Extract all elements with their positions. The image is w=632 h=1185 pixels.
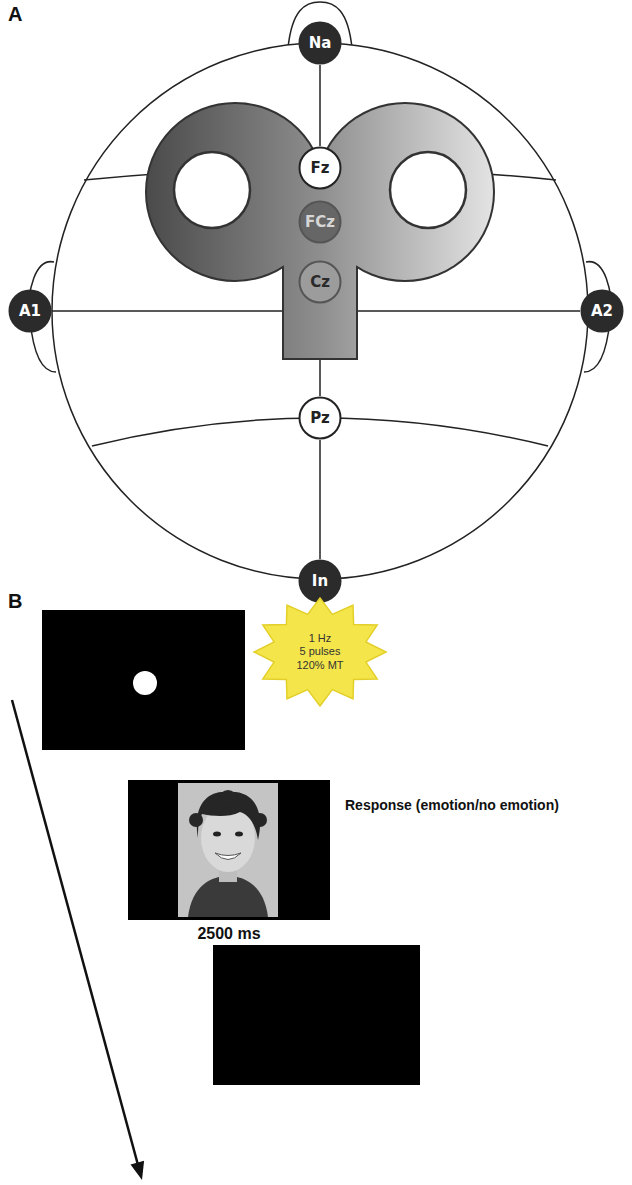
reference-line xyxy=(319,65,321,146)
reference-line xyxy=(319,440,321,559)
electrode-site: FCz xyxy=(298,200,342,244)
stimulation-parameter: 5 pulses xyxy=(300,645,341,658)
stimulation-parameter: 1 Hz xyxy=(309,632,332,645)
electrode-site: A2 xyxy=(580,289,624,333)
electrode-label: Pz xyxy=(310,409,330,427)
electrode-site: Pz xyxy=(298,396,342,440)
face-photo xyxy=(178,783,278,917)
electrode-label: Na xyxy=(309,34,332,52)
electrode-site: Cz xyxy=(298,260,342,304)
electrode-site: A1 xyxy=(8,289,52,333)
electrode-label: Cz xyxy=(310,273,330,291)
annotation-text: 2500 ms xyxy=(197,925,260,943)
stimulation-parameter: 120% MT xyxy=(296,659,343,672)
electrode-site: Na xyxy=(298,21,342,65)
electrode-label: FCz xyxy=(305,213,335,231)
electrode-label: Fz xyxy=(311,159,330,177)
electrode-label: A1 xyxy=(19,302,41,320)
electrode-site: In xyxy=(298,559,342,603)
electrode-label: A2 xyxy=(591,302,613,320)
tms-pulse-burst: 1 Hz5 pulses120% MT xyxy=(254,598,386,706)
panel-letter: A xyxy=(8,3,22,26)
annotation-text: Response (emotion/no emotion) xyxy=(345,797,559,813)
electrode-label: In xyxy=(312,572,328,590)
panel-letter: B xyxy=(8,590,22,613)
electrode-site: Fz xyxy=(298,146,342,190)
